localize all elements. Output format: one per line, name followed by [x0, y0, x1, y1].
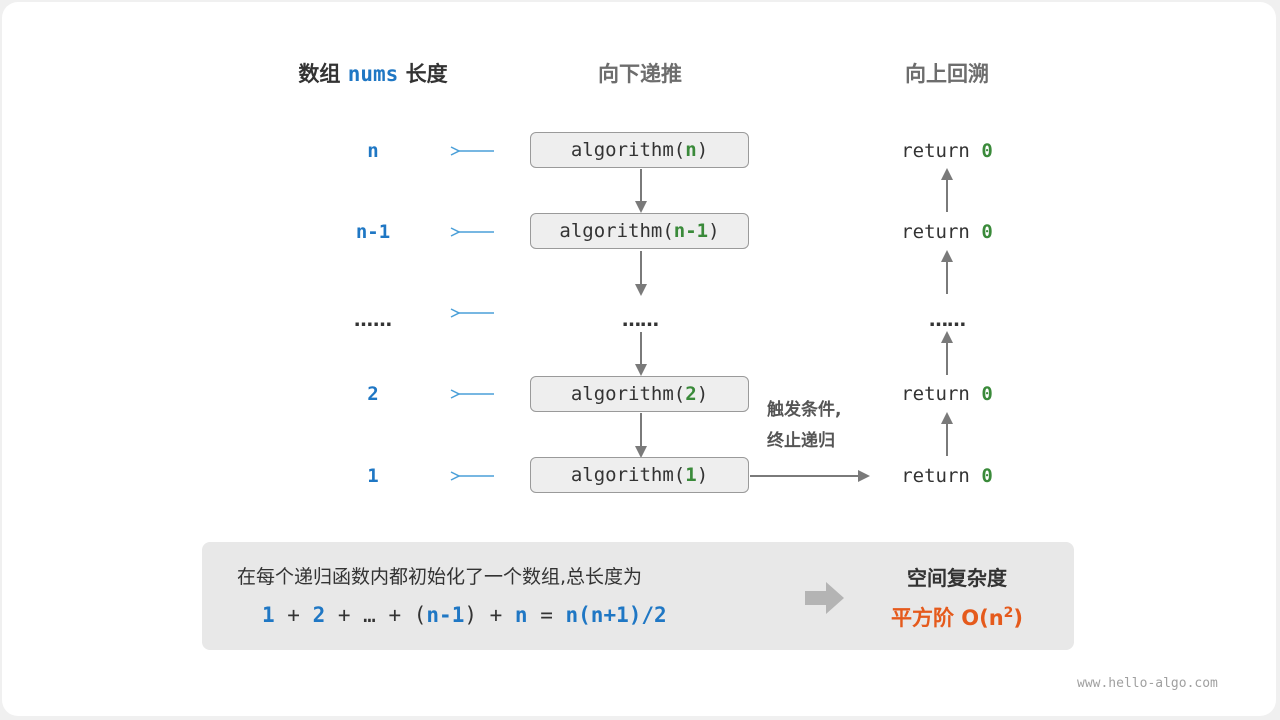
call-close: ) [708, 220, 720, 242]
formula-term: 1 [262, 603, 275, 627]
return-value: 0 [981, 465, 993, 487]
formula-result: n(n+1)/2 [565, 603, 667, 627]
formula-term: n-1 [426, 603, 465, 627]
size-label: n-1 [355, 221, 391, 243]
formula-op: = [527, 603, 566, 627]
header-array-var: nums [347, 62, 399, 86]
return-value: 0 [981, 383, 993, 405]
call-box: algorithm(n) [530, 132, 749, 168]
call-fn: algorithm( [570, 383, 686, 405]
call-ellipsis: …… [622, 309, 659, 331]
return-keyword: return [901, 140, 970, 162]
return-statement: return 0 [901, 140, 993, 162]
return-statement: return 0 [901, 221, 993, 243]
return-ellipsis: …… [929, 309, 966, 331]
call-arg: 1 [685, 464, 697, 486]
header-array-suffix: 长度 [405, 62, 448, 86]
site-watermark: www.hello-algo.com [1077, 676, 1218, 691]
summary-description: 在每个递归函数内都初始化了一个数组,总长度为 [237, 566, 643, 588]
return-statement: return 0 [901, 465, 993, 487]
formula-term: n [514, 603, 528, 627]
header-array-length: 数组 nums 长度 [298, 58, 447, 88]
trigger-condition-note: 触发条件, 终止递归 [767, 395, 841, 457]
call-fn: algorithm( [559, 220, 674, 242]
formula-op: ) + [464, 603, 515, 627]
order-label: 平方阶 [890, 606, 954, 630]
call-fn: algorithm( [570, 464, 686, 486]
size-label: n [367, 140, 379, 162]
formula-op: + [274, 603, 313, 627]
order-close: ) [1013, 606, 1024, 630]
call-arg: n [685, 139, 697, 161]
size-ellipsis: …… [354, 309, 392, 331]
order-exponent: 2 [1003, 605, 1014, 621]
summary-panel [202, 542, 1074, 650]
space-complexity-order: 平方阶 O(n2) [891, 602, 1023, 632]
summary-formula: 1 + 2 + … + (n-1) + n = n(n+1)/2 [262, 603, 667, 627]
header-backtrack-up: 向上回溯 [905, 62, 989, 86]
summary-arrow-icon [805, 582, 844, 614]
size-label: 1 [367, 465, 379, 487]
header-array-prefix: 数组 [298, 62, 341, 86]
order-expr: O(n [961, 606, 1004, 630]
formula-op: + … + ( [325, 603, 427, 627]
call-box: algorithm(2) [530, 376, 749, 412]
call-close: ) [696, 464, 709, 486]
call-fn: algorithm( [570, 139, 686, 161]
trigger-line-1: 触发条件, [767, 400, 842, 420]
call-arg: 2 [685, 383, 697, 405]
call-arg: n-1 [673, 220, 709, 242]
return-value: 0 [981, 140, 993, 162]
return-keyword: return [901, 383, 970, 405]
return-keyword: return [901, 221, 970, 243]
call-box: algorithm(n-1) [530, 213, 749, 249]
call-close: ) [696, 383, 709, 405]
space-complexity-title: 空间复杂度 [907, 566, 1007, 590]
formula-term: 2 [312, 603, 326, 627]
header-recurse-down: 向下递推 [598, 62, 682, 86]
return-statement: return 0 [901, 383, 993, 405]
call-close: ) [696, 139, 709, 161]
call-box: algorithm(1) [530, 457, 749, 493]
trigger-line-2: 终止递归 [767, 431, 835, 451]
size-label: 2 [367, 383, 379, 405]
return-value: 0 [981, 221, 993, 243]
return-keyword: return [901, 465, 970, 487]
